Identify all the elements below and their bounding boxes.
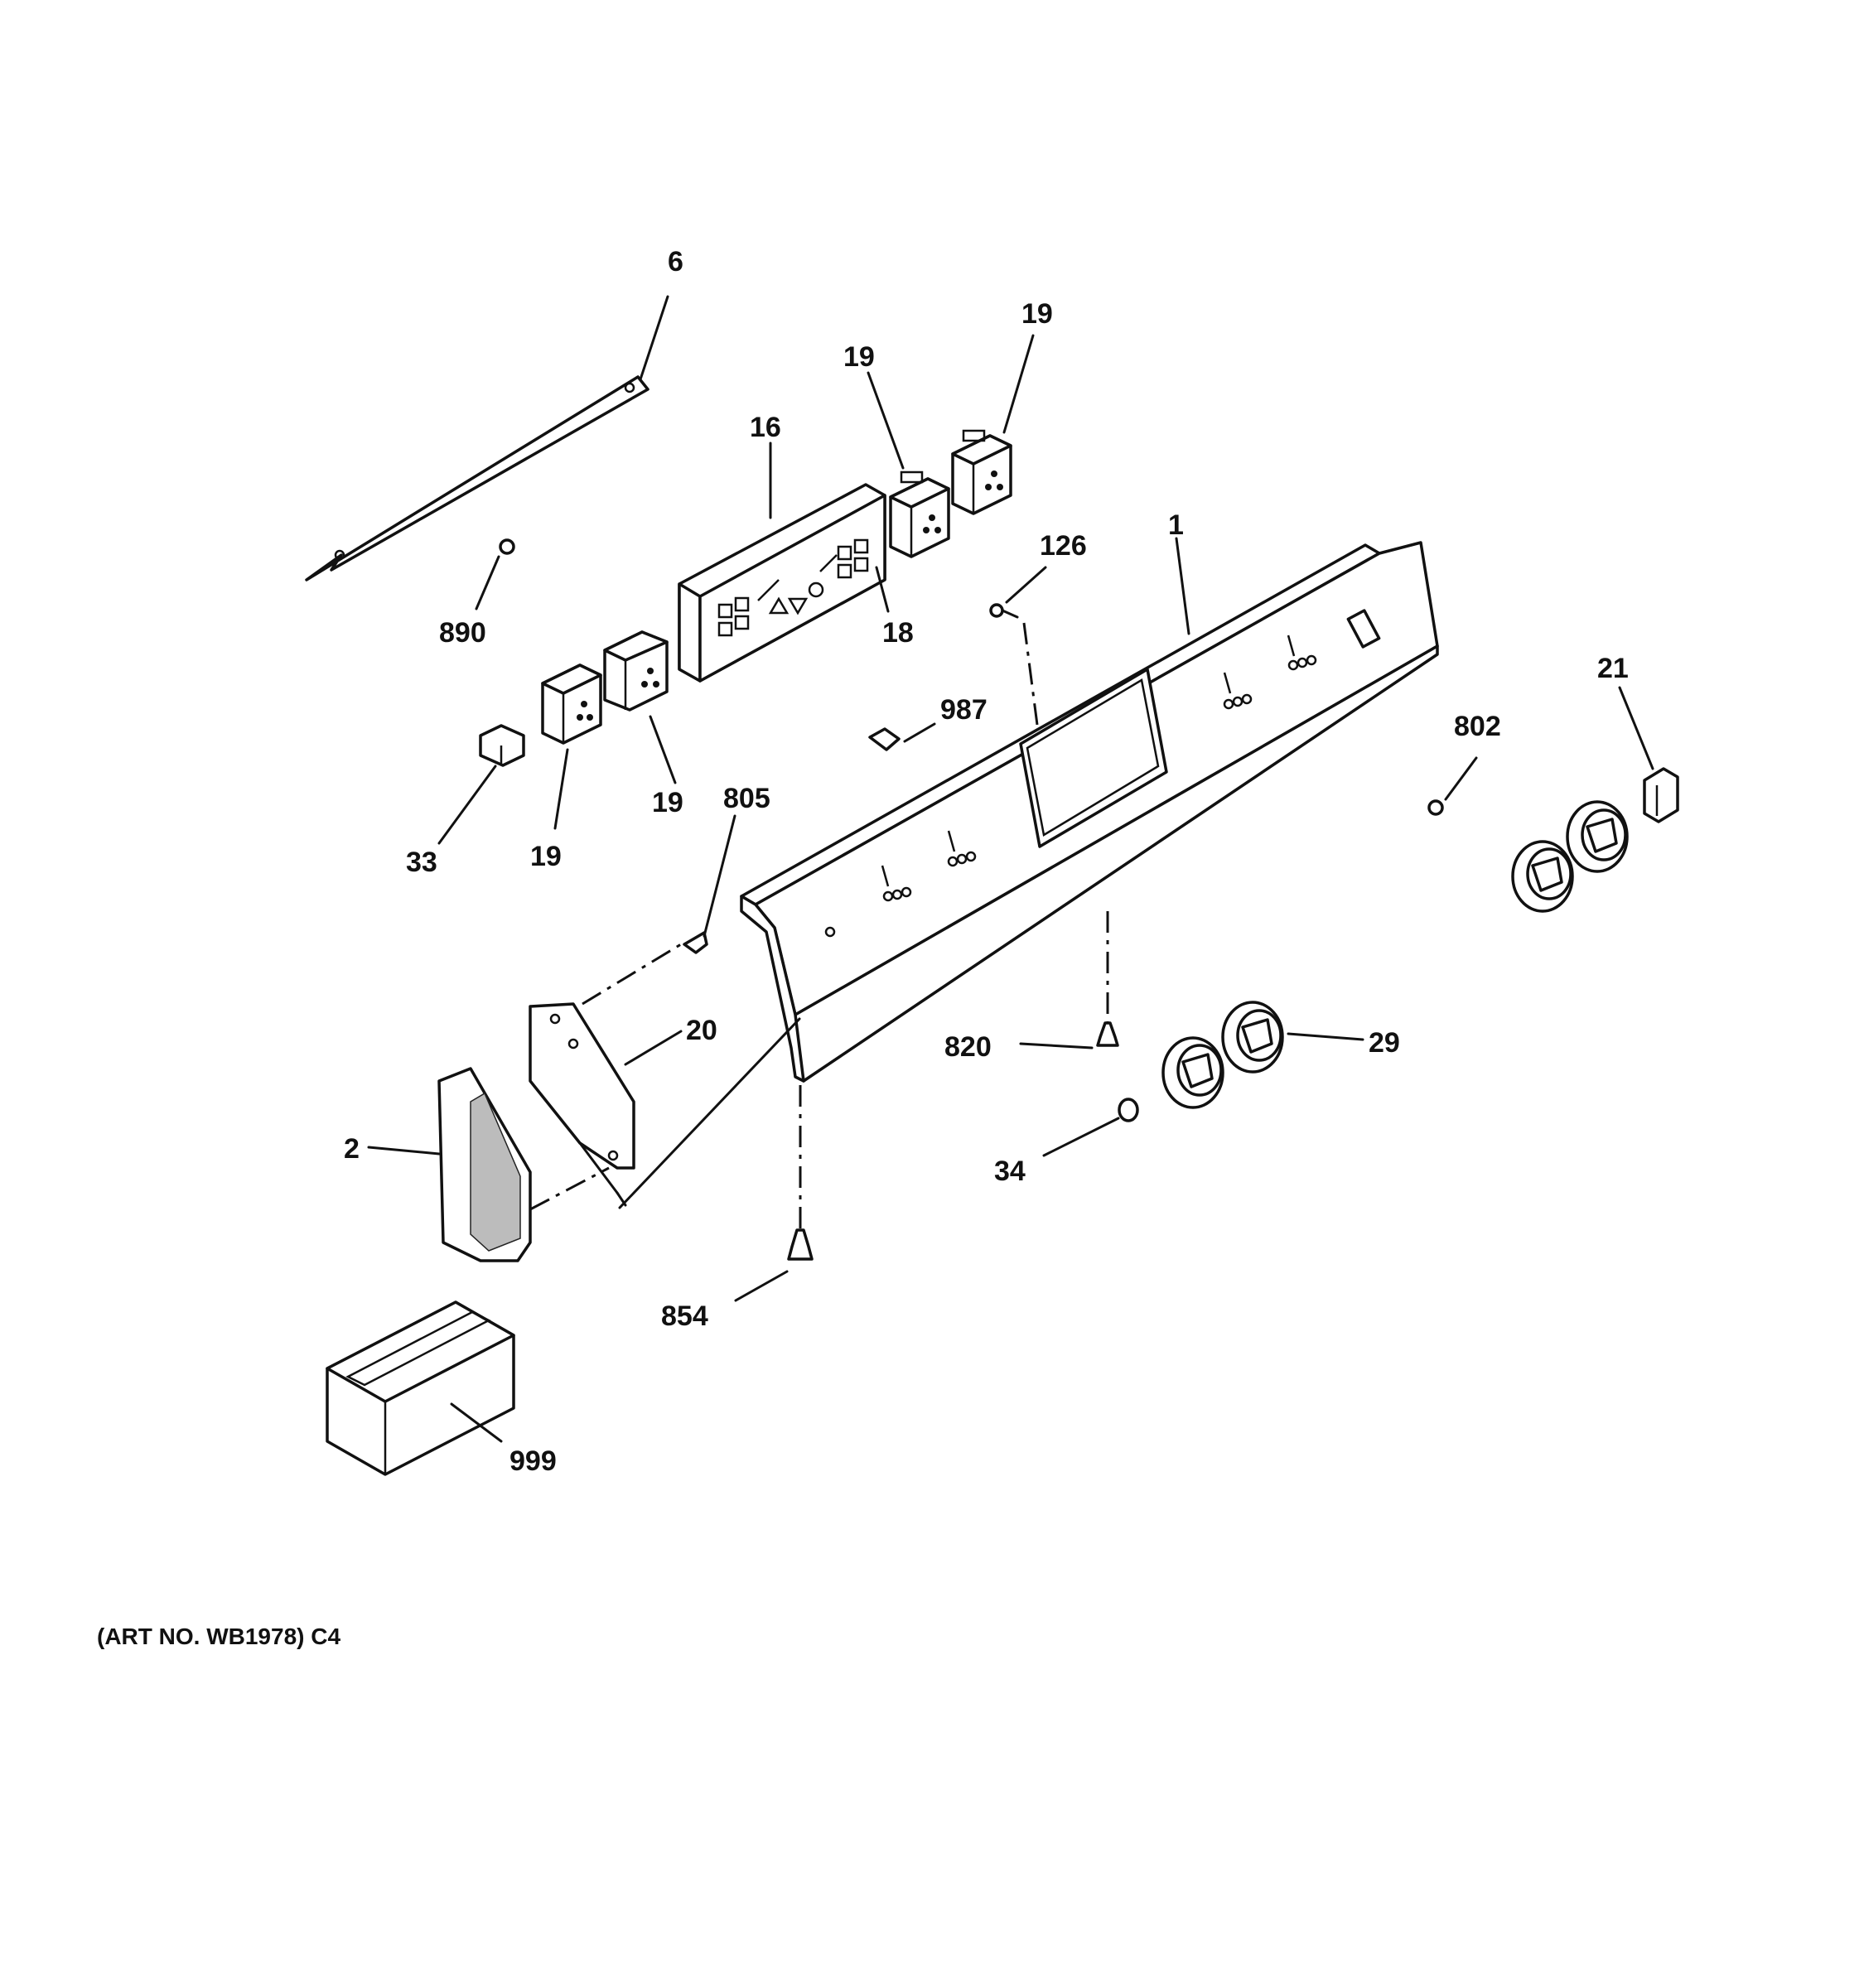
label-987: 987 [940, 694, 988, 726]
part-999-box [326, 1300, 515, 1476]
label-802: 802 [1454, 711, 1501, 742]
label-820: 820 [944, 1031, 992, 1063]
part-19-switch-lower-left [541, 663, 602, 830]
label-1: 1 [1168, 509, 1184, 541]
label-33: 33 [406, 847, 437, 878]
label-999: 999 [509, 1445, 557, 1477]
part-29-knob [1221, 1001, 1364, 1074]
part-19-switch-upper-left [867, 371, 950, 558]
part-1-backsplash-panel [740, 537, 1439, 1083]
label-6: 6 [668, 246, 683, 277]
label-126: 126 [1040, 530, 1087, 562]
part-knob-lower-left [1161, 1036, 1224, 1109]
part-20-bracket [529, 943, 801, 1209]
label-34: 34 [994, 1156, 1026, 1187]
label-29: 29 [1369, 1027, 1400, 1059]
part-6-trim-strip [305, 295, 669, 581]
label-21: 21 [1597, 653, 1629, 684]
part-890-screw [475, 538, 515, 610]
label-16: 16 [750, 412, 781, 443]
part-21-rocker-switch [1618, 686, 1679, 823]
label-854: 854 [661, 1300, 708, 1332]
label-805: 805 [723, 783, 770, 814]
part-16-control-module [678, 442, 890, 683]
label-18: 18 [882, 617, 914, 649]
label-19b: 19 [1021, 298, 1053, 330]
label-19a: 19 [843, 341, 875, 373]
part-labels: 6 16 19 19 18 890 126 1 21 802 987 805 1… [97, 246, 1629, 1649]
part-knob-upper-right [1566, 800, 1629, 873]
part-34-clip [1042, 1098, 1139, 1157]
part-19-switch-upper-right [951, 334, 1035, 515]
label-20: 20 [686, 1015, 717, 1046]
art-number-note: (ART NO. WB1978) C4 [97, 1624, 340, 1649]
part-820-screw [1019, 911, 1119, 1049]
part-987-clip [868, 722, 936, 751]
part-126-screw [989, 566, 1047, 726]
label-890: 890 [439, 617, 486, 649]
label-2: 2 [344, 1133, 360, 1165]
part-2-end-cap [367, 1067, 610, 1262]
part-33-rocker-switch [437, 724, 525, 845]
part-802-screw [1427, 756, 1478, 816]
part-854-screw [734, 1085, 814, 1302]
part-805-screw [683, 814, 736, 954]
label-19d: 19 [530, 841, 562, 872]
part-knob-upper-left [1511, 840, 1574, 913]
label-19c: 19 [652, 787, 683, 818]
part-19-switch-lower-right [603, 630, 677, 784]
